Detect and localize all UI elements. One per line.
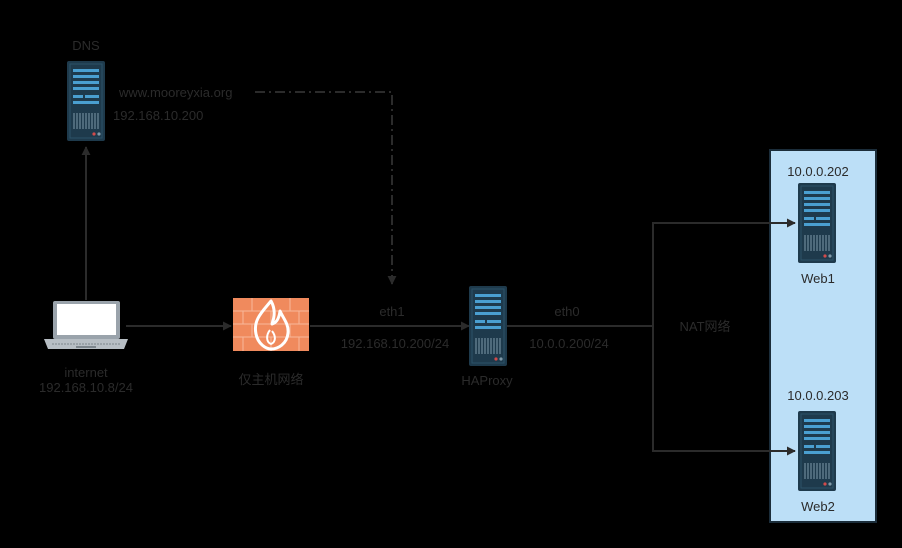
dns-server-icon [66, 60, 106, 142]
client-ip-label: 192.168.10.8/24 [39, 380, 133, 395]
connector-nat-web1 [652, 218, 796, 326]
dns-domain-label: www.mooreyxia.org [119, 85, 233, 100]
eth0-iface-label: eth0 [554, 304, 580, 319]
web2-ip-label: 10.0.0.203 [787, 388, 849, 403]
haproxy-server-icon [468, 285, 508, 367]
connector-dns-haproxy-dashed [255, 91, 397, 285]
connector-nat-web2 [652, 326, 796, 456]
web1-server-icon [797, 182, 837, 264]
eth0-ip-label: 10.0.0.200/24 [529, 336, 609, 351]
web1-ip-label: 10.0.0.202 [787, 164, 849, 179]
eth1-ip-label: 192.168.10.200/24 [340, 336, 450, 351]
client-name-label: internet [64, 365, 108, 380]
laptop-icon [44, 301, 128, 349]
firewall-icon [233, 298, 309, 351]
web2-name-label: Web2 [801, 499, 835, 514]
web2-server-icon [797, 410, 837, 492]
dns-ip-label: 192.168.10.200 [113, 108, 204, 123]
web1-name-label: Web1 [801, 271, 835, 286]
eth1-iface-label: eth1 [379, 304, 405, 319]
dns-name-label: DNS [72, 38, 100, 53]
haproxy-name-label: HAProxy [461, 373, 513, 388]
nat-label: NAT网络 [679, 319, 731, 334]
firewall-name-label: 仅主机网络 [238, 372, 304, 387]
